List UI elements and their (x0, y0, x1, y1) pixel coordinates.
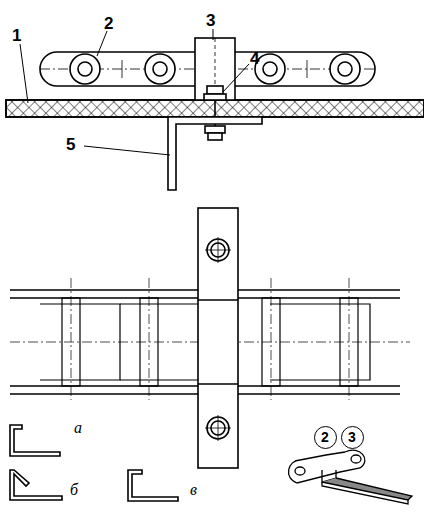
callout-number: 3 (206, 12, 215, 29)
callout-number: 4 (250, 50, 259, 67)
callout-number: 5 (66, 136, 75, 153)
callout-number: 1 (12, 27, 21, 44)
attachment-perspective (289, 450, 412, 504)
callout-number: 2 (104, 15, 113, 32)
angle-bracket (168, 117, 262, 190)
profile (10, 425, 178, 501)
attachment-plan (198, 208, 238, 468)
leader-line (20, 29, 249, 155)
bolt (204, 86, 226, 140)
profile-letter: а (74, 420, 82, 436)
node-text: 2 (321, 430, 329, 444)
circled-number: 3 (341, 426, 364, 449)
node-text: 3 (348, 430, 356, 444)
profile-letter: в (190, 482, 197, 498)
circled-number: 2 (314, 426, 337, 449)
attachment-side (195, 38, 235, 100)
profile-letter: б (70, 482, 78, 498)
